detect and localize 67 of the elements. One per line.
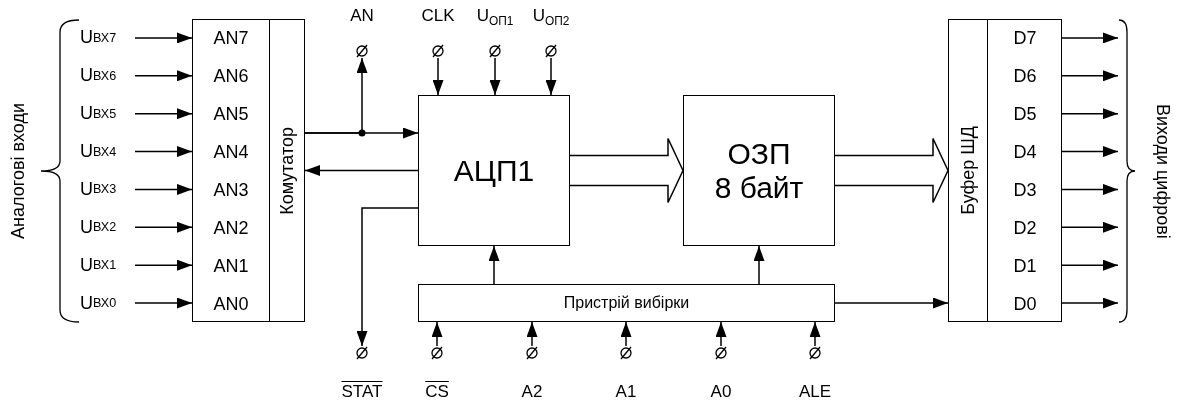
arrow bbox=[1061, 32, 1119, 44]
channel-label: AN0 bbox=[193, 285, 269, 323]
channel-label: AN6 bbox=[193, 57, 269, 96]
data-label: D0 bbox=[987, 285, 1063, 323]
converter-block: АЦП1 bbox=[418, 95, 570, 246]
pin-label: AN bbox=[350, 6, 374, 26]
arrow bbox=[1061, 108, 1119, 120]
arrow bbox=[834, 297, 949, 309]
arrow bbox=[488, 245, 500, 285]
channel-label: AN3 bbox=[193, 171, 269, 210]
channel-label: AN2 bbox=[193, 209, 269, 248]
pin-label: U$_{ОП2}$ bbox=[532, 6, 570, 31]
arrow bbox=[134, 146, 193, 158]
arrow bbox=[134, 108, 193, 120]
arrow bbox=[809, 321, 821, 347]
arrow bbox=[1061, 297, 1119, 309]
arrow bbox=[620, 321, 632, 347]
arrow bbox=[1061, 183, 1119, 195]
arrow bbox=[1061, 221, 1119, 233]
arrow bbox=[134, 183, 193, 195]
arrow bbox=[304, 57, 368, 134]
buffer-block bbox=[948, 19, 1062, 322]
pin-label: CLK bbox=[421, 6, 455, 26]
pin-label: U$_{ОП1}$ bbox=[476, 6, 514, 31]
data-label: D7 bbox=[987, 20, 1063, 58]
arrow bbox=[134, 32, 193, 44]
arrow bbox=[1061, 70, 1119, 82]
arrow bbox=[304, 165, 419, 176]
channel-label: AN7 bbox=[193, 20, 269, 58]
arrow bbox=[134, 259, 193, 271]
data-label: D3 bbox=[987, 171, 1063, 210]
arrow bbox=[134, 297, 193, 309]
pin-label: A1 bbox=[615, 382, 637, 402]
block-label: Комутатор bbox=[277, 126, 298, 215]
arrow bbox=[432, 57, 444, 96]
pin-label: ALE bbox=[798, 382, 832, 402]
group-label: Аналогові входи bbox=[8, 103, 29, 239]
pin-label: CS bbox=[425, 382, 449, 402]
arrow bbox=[431, 321, 443, 347]
arrow bbox=[1061, 146, 1119, 158]
bus-arrow bbox=[834, 137, 949, 204]
data-label: D1 bbox=[987, 247, 1063, 286]
data-label: D2 bbox=[987, 209, 1063, 248]
data-label: D6 bbox=[987, 57, 1063, 96]
pin-label: STAT bbox=[341, 382, 383, 402]
pin-label: A2 bbox=[521, 382, 543, 402]
arrow bbox=[489, 57, 501, 96]
arrow bbox=[134, 70, 193, 82]
arrow bbox=[526, 321, 538, 347]
block-label: Буфер ШД bbox=[957, 126, 979, 215]
data-label: D5 bbox=[987, 95, 1063, 134]
memory-block: ОЗП 8 байт bbox=[683, 95, 835, 246]
channel-label: AN5 bbox=[193, 95, 269, 134]
arrow bbox=[545, 57, 557, 96]
multiplexer-block bbox=[192, 19, 305, 322]
group-label: Виходи цифрові bbox=[1152, 103, 1173, 239]
arrow bbox=[715, 321, 727, 347]
arrow bbox=[753, 245, 765, 285]
bus-arrow bbox=[569, 137, 684, 204]
arrow bbox=[1061, 259, 1119, 271]
selector-block: Пристрій вибірки bbox=[418, 284, 835, 322]
arrow bbox=[134, 221, 193, 233]
arrow bbox=[356, 207, 419, 347]
channel-label: AN4 bbox=[193, 133, 269, 172]
channel-label: AN1 bbox=[193, 247, 269, 286]
data-label: D4 bbox=[987, 133, 1063, 172]
pin-label: A0 bbox=[710, 382, 732, 402]
